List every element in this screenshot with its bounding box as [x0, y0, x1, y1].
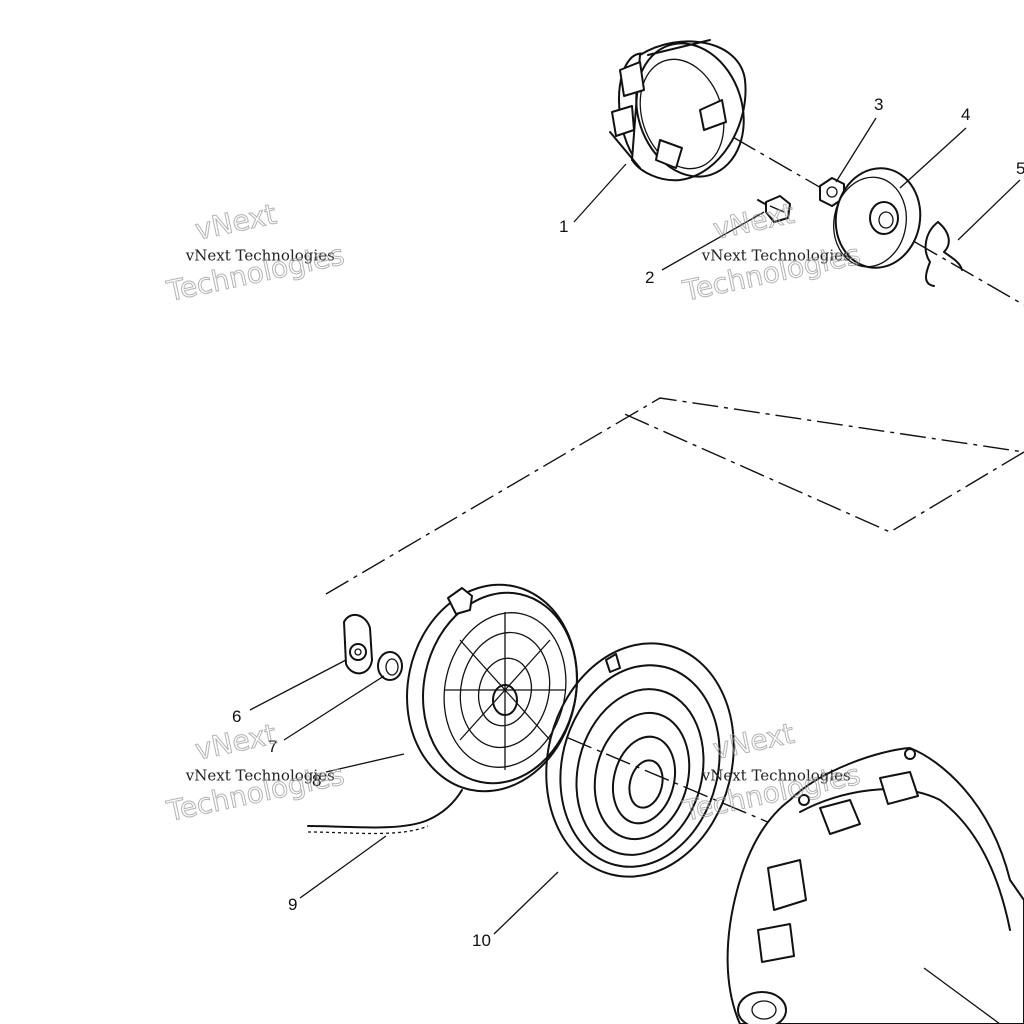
watermark-caption: vNext Technologies	[185, 767, 335, 785]
callout-8: 8	[312, 771, 321, 790]
callouts: 1 2 3 4 5 6 7 8 9 10	[232, 95, 1024, 950]
part-4-drive-plate	[833, 167, 922, 269]
callout-7: 7	[268, 737, 277, 756]
callout-1: 1	[559, 217, 568, 236]
callout-6: 6	[232, 707, 241, 726]
callout-5: 5	[1016, 159, 1024, 178]
watermark-word: vNext	[192, 717, 279, 766]
part-11-recoil-housing	[726, 747, 1024, 1024]
callout-3: 3	[874, 95, 883, 114]
part-8-rope-reel	[406, 583, 578, 793]
part-10-recoil-spring	[545, 642, 735, 878]
watermark-word: vNext	[710, 197, 797, 246]
part-5-clip-spring	[924, 221, 963, 287]
watermark-top-left: vNext vNext Technologies Technologies	[163, 197, 348, 309]
watermark-word: vNext	[192, 197, 279, 246]
watermark-caption: vNext Technologies	[701, 247, 851, 265]
watermark-caption: vNext Technologies	[185, 247, 335, 265]
watermark-caption: vNext Technologies	[701, 767, 851, 785]
part-6-pawl	[343, 613, 373, 675]
callout-9: 9	[288, 895, 297, 914]
callout-4: 4	[961, 105, 970, 124]
part-1-starter-cup	[609, 39, 747, 182]
watermark-word: vNext	[710, 717, 797, 766]
callout-2: 2	[645, 268, 654, 287]
leader-lines	[249, 117, 1021, 1024]
watermark-bottom-left: vNext vNext Technologies Technologies	[163, 717, 348, 829]
part-9-starter-rope	[307, 789, 463, 835]
part-7-bushing	[377, 651, 403, 681]
part-2-bolt	[757, 195, 791, 223]
callout-10: 10	[472, 931, 491, 950]
